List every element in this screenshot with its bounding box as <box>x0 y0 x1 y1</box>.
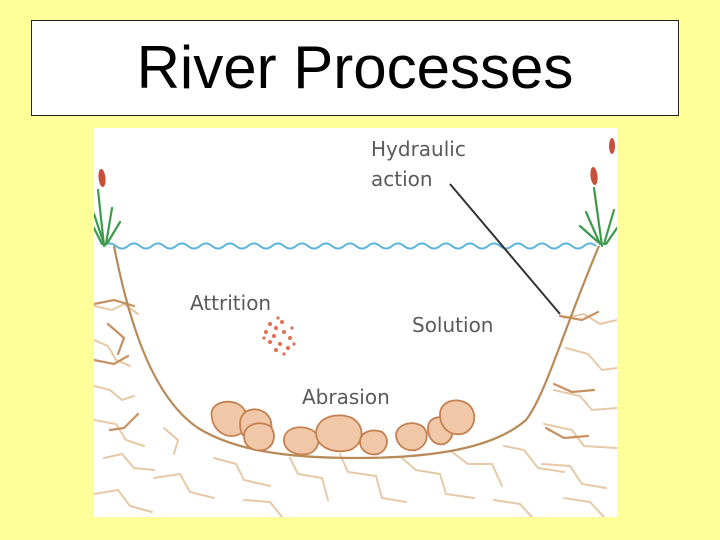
abrasion-label: Abrasion <box>302 385 390 409</box>
hydraulic-pointer <box>449 183 561 315</box>
hydraulic-action-label-line1: Hydraulic <box>371 137 466 161</box>
bedrock-cracks <box>94 302 617 517</box>
attrition-label: Attrition <box>190 291 271 315</box>
bank-roots <box>94 298 600 440</box>
abrasion-boulders <box>210 399 476 456</box>
channel-bed <box>112 245 601 460</box>
river-diagram: Hydraulic action Attrition Solution Abra… <box>94 128 617 517</box>
reeds-left <box>94 188 122 248</box>
hydraulic-action-label-line2: action <box>371 167 433 191</box>
water-surface <box>103 242 597 250</box>
attrition-particles <box>262 316 296 356</box>
reeds-right <box>578 186 617 248</box>
title-box: River Processes <box>31 20 679 116</box>
slide-title: River Processes <box>136 34 574 101</box>
solution-label: Solution <box>412 313 493 337</box>
